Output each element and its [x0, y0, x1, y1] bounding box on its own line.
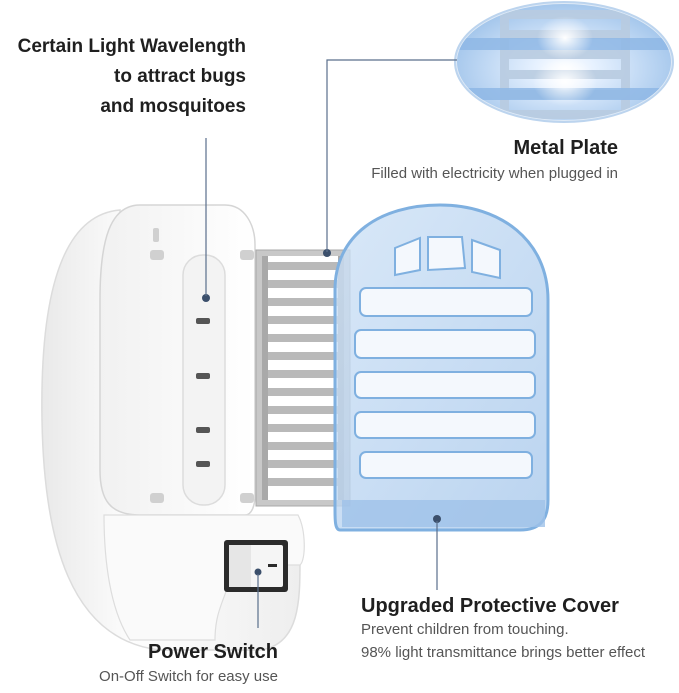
callout-power-switch: Power Switch On-Off Switch for easy use [60, 640, 278, 687]
callout-light-wavelength: Certain Light Wavelength to attract bugs… [0, 32, 246, 122]
power-title: Power Switch [147, 641, 278, 663]
uv-light-tube [182, 254, 226, 506]
metal-plate-subtitle: Filled with electricity when plugged in [371, 165, 618, 182]
cover-title: Upgraded Protective Cover [361, 595, 619, 617]
metal-plate-title: Metal Plate [513, 137, 618, 159]
zoom-inset [454, 1, 674, 123]
light-title-line-2: to attract bugs [114, 66, 246, 87]
power-subtitle: On-Off Switch for easy use [99, 668, 278, 685]
callout-metal-plate: Metal Plate Filled with electricity when… [330, 136, 618, 184]
light-title-line-3: and mosquitoes [100, 96, 246, 117]
leader-lines [205, 59, 457, 628]
cover-line-1: Prevent children from touching. [361, 621, 569, 638]
callout-protective-cover: Upgraded Protective Cover Prevent childr… [361, 594, 679, 664]
cover-line-2: 98% light transmittance brings better ef… [361, 644, 646, 661]
power-switch[interactable] [224, 540, 288, 592]
light-title-line-1: Certain Light Wavelength [17, 36, 246, 57]
protective-cover [333, 203, 550, 532]
